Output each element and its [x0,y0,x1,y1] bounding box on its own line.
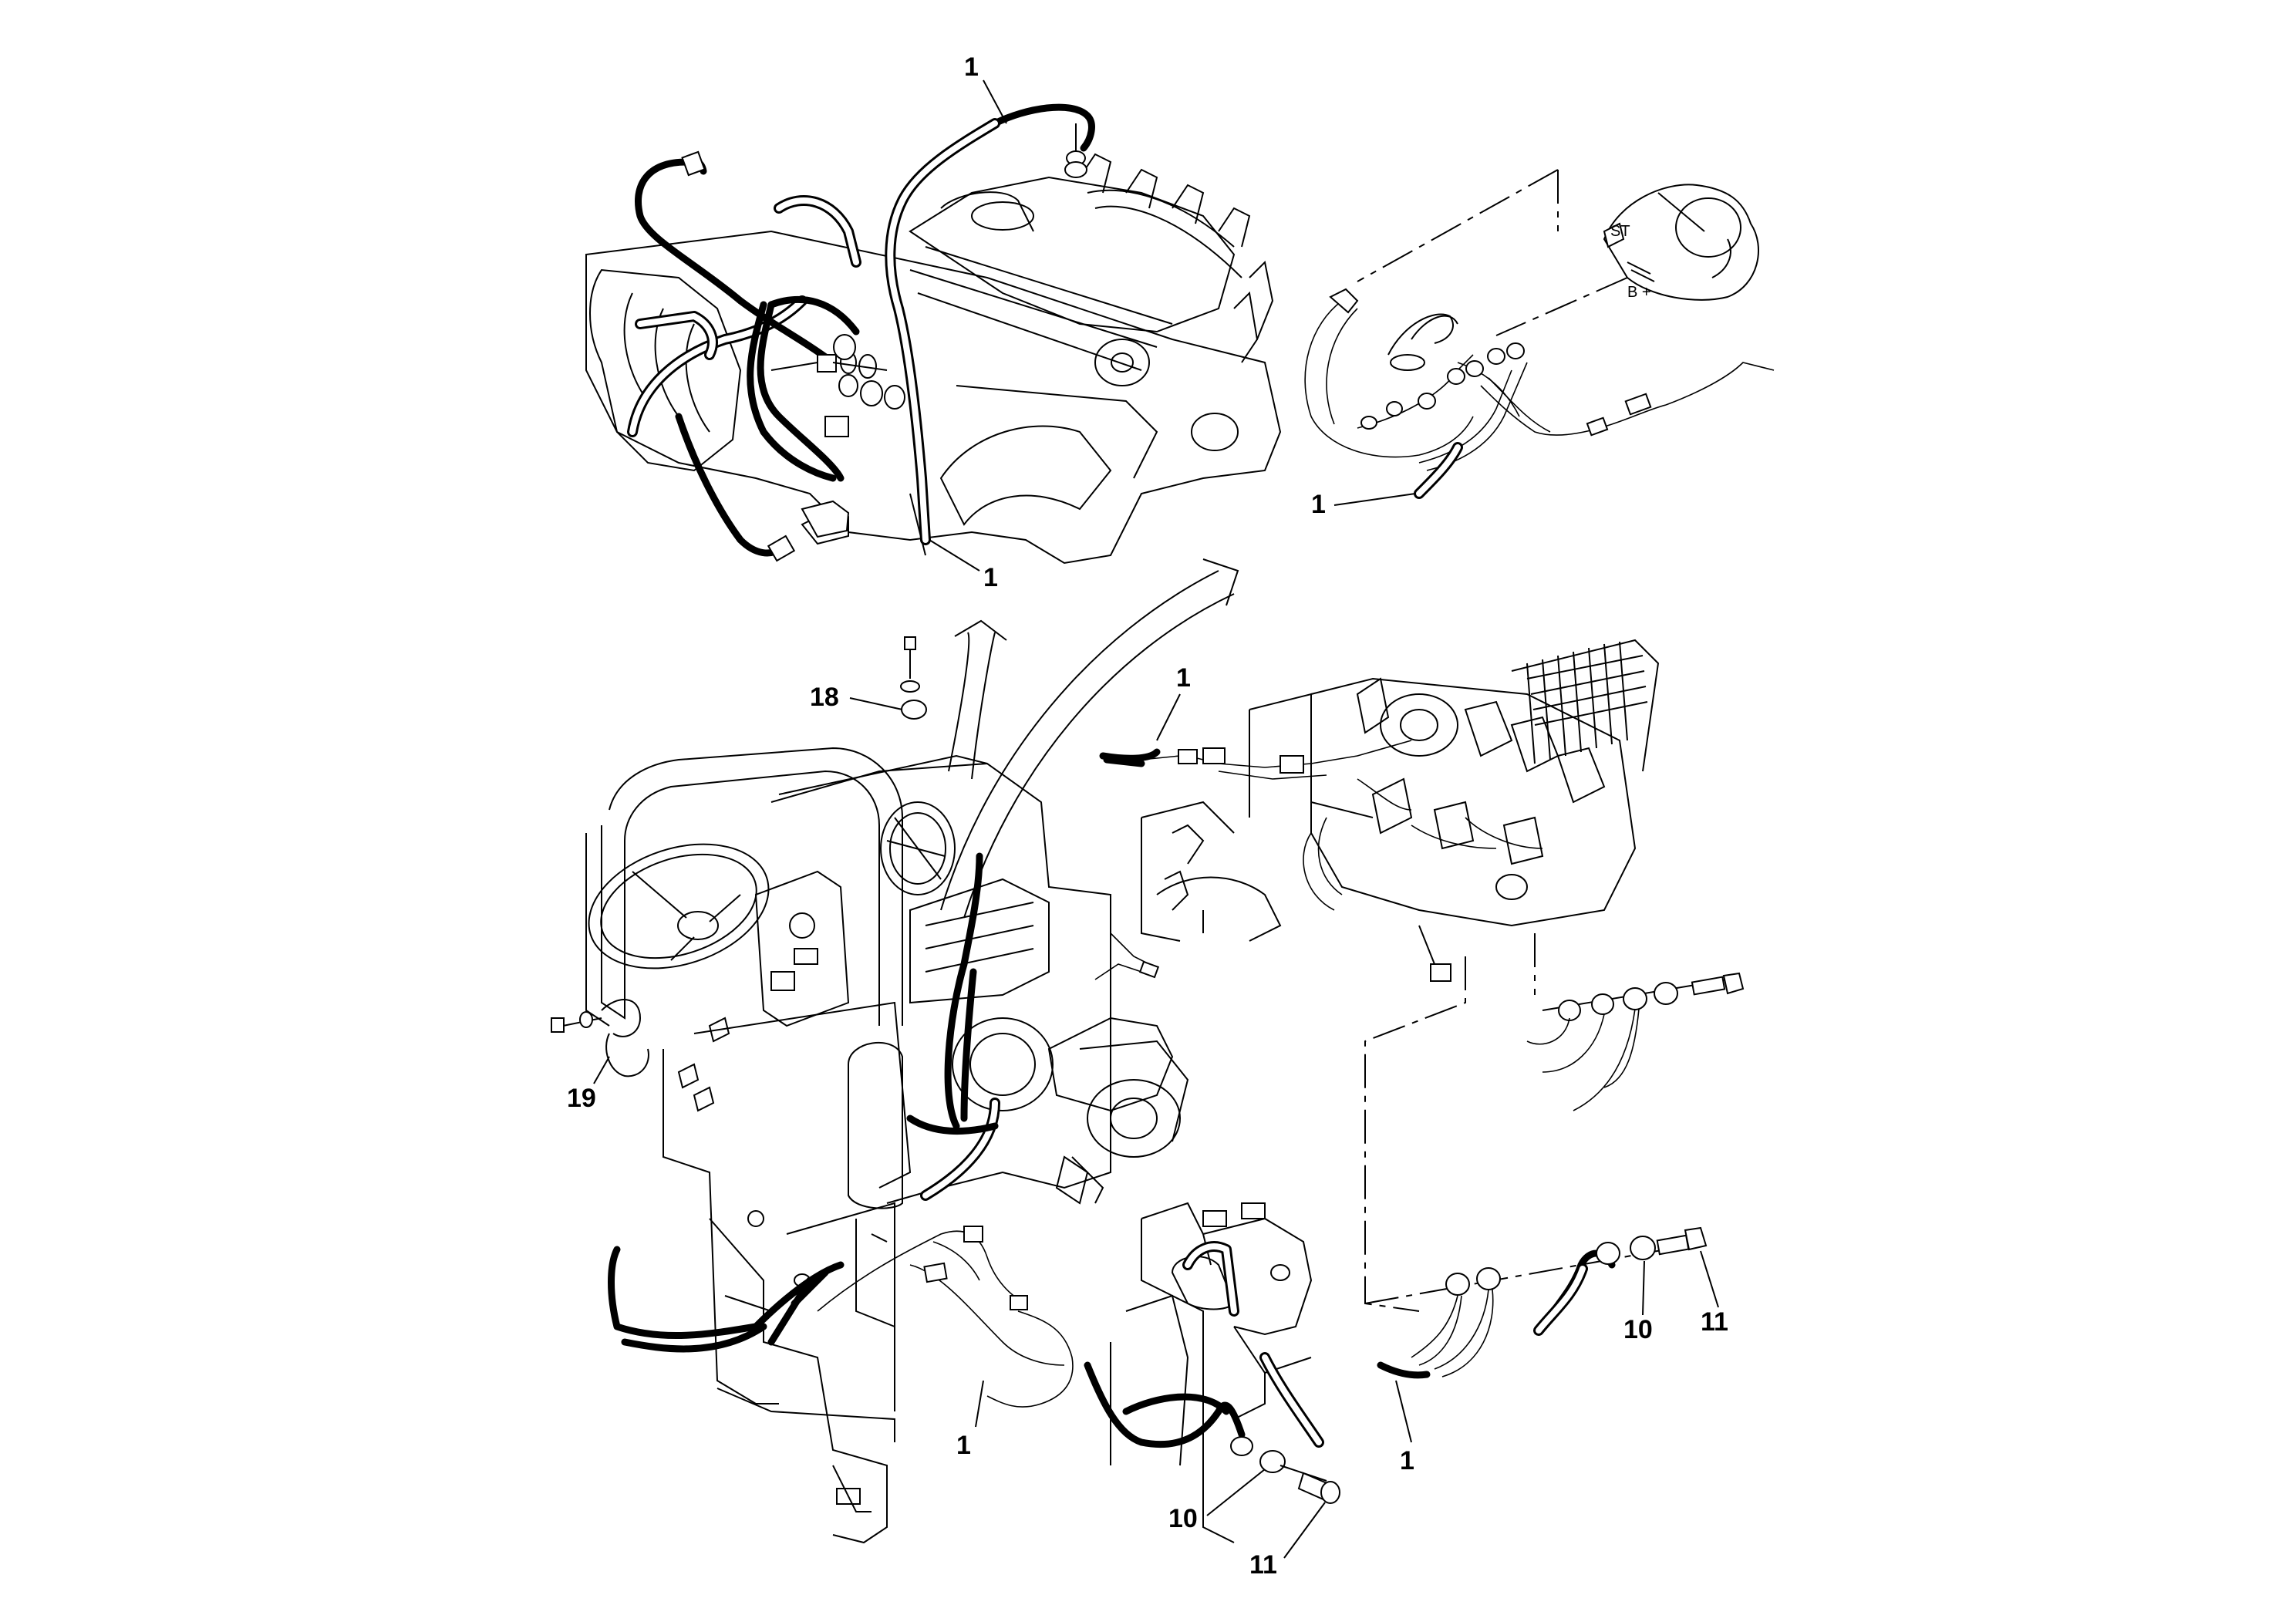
callout-19: 19 [567,1084,596,1113]
leader-18 [849,697,903,710]
leader-1-engine-right [929,539,980,572]
dash-leader-right [1364,956,1466,1312]
leader-19 [593,1056,610,1084]
leader-1-bottom-right [1395,1380,1412,1443]
callout-1-starter: 1 [1311,490,1326,519]
engine-detail-top [585,103,1282,565]
injector-cluster [1079,153,1274,363]
leader-1-mid [1156,693,1181,741]
leader-1-top [983,79,1007,124]
starter-terminal-bplus: B + [1627,284,1651,301]
callout-11-right: 11 [1701,1307,1728,1337]
machine-body [585,747,1189,1544]
leader-10-right [1642,1260,1645,1316]
callout-1-bottom-right: 1 [1400,1446,1414,1475]
callout-18: 18 [810,683,839,712]
callout-1-top: 1 [964,52,979,82]
leader-1-bottom-left [975,1380,984,1428]
callout-1-mid: 1 [1176,663,1191,693]
engine-detail-right [1103,639,1660,982]
detail-arrow-up [948,619,1007,780]
callout-1-engine-right: 1 [983,563,998,592]
bolt-stack-engine [770,334,905,410]
leader-11-bottom [1283,1502,1326,1559]
starter-detail: ST B + [1304,169,1775,499]
leader-10-bottom [1206,1469,1266,1516]
starter-terminal-st: ST [1610,223,1630,240]
engine-detail-bottom [1084,1202,1340,1543]
detail-arrow-right [940,558,1239,919]
leader-1-starter [1333,493,1416,506]
item-18-fastener [900,636,927,720]
callout-1-bottom-left: 1 [956,1431,971,1460]
washer-stack-right-upper [1526,972,1745,1111]
washer-stack-right-lower [1364,1226,1708,1379]
item-19-clamp [551,999,649,1077]
callout-10-right: 10 [1623,1315,1653,1344]
leader-11-right [1700,1250,1719,1308]
callout-11-bottom: 11 [1249,1550,1277,1580]
callout-10-bottom: 10 [1168,1504,1198,1533]
